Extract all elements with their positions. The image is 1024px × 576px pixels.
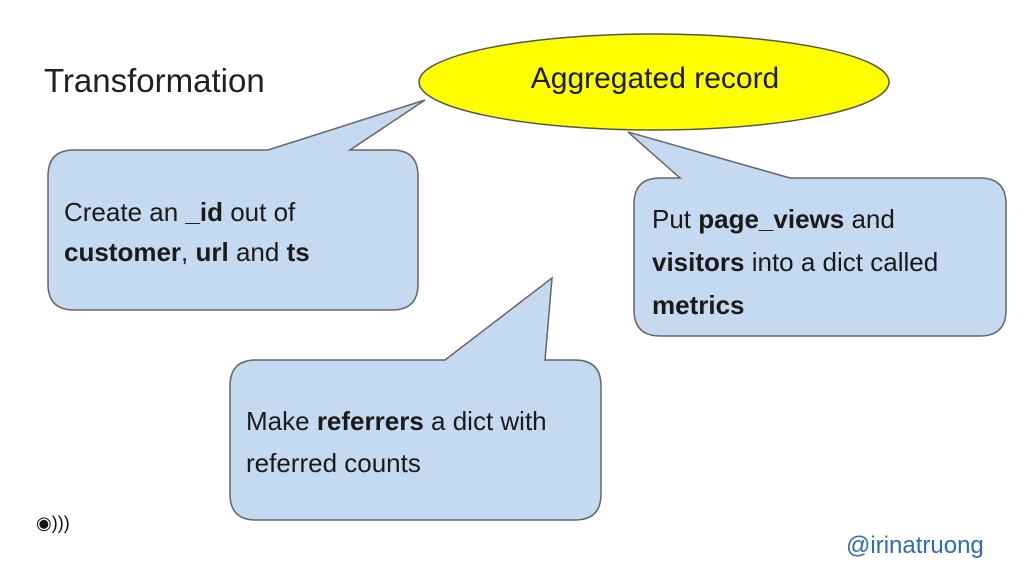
callout-bubble-metrics [627, 131, 1007, 337]
callout-run: out of [222, 197, 296, 227]
slide-title: Transformation [44, 62, 265, 99]
callout-text-id: Create an _id out of customer, url and t… [64, 192, 409, 272]
oval-label: Aggregated record [530, 62, 780, 95]
callout-run: Make [246, 406, 317, 436]
callout-run: ts [286, 237, 310, 267]
callout-run: referrers [316, 406, 424, 436]
callout-run: customer [64, 237, 182, 267]
callout-run: a dict with referred counts [246, 406, 547, 478]
callout-text-metrics: Put page_views and visitors into a dict … [652, 198, 992, 327]
callout-run: Put [652, 204, 699, 234]
callout-run: metrics [652, 290, 745, 320]
callout-run: Create an [64, 197, 186, 227]
aggregated-record-oval [418, 33, 890, 131]
author-handle: @irinatruong [846, 532, 984, 559]
callout-run: visitors [652, 247, 745, 277]
callout-text-referrers: Make referrers a dict with referred coun… [246, 400, 591, 484]
callout-run: url [195, 237, 229, 267]
callout-run: page_views [698, 204, 845, 234]
callout-run: and [844, 204, 895, 234]
callout-bubble-id [47, 99, 426, 311]
callout-run: and [228, 237, 287, 267]
callout-bubble-referrers [229, 276, 602, 521]
callout-run: _id [185, 197, 223, 227]
callout-run: , [181, 237, 196, 267]
callout-run: into a dict called [744, 247, 939, 277]
speaker-icon[interactable]: ◉))) [36, 513, 70, 533]
